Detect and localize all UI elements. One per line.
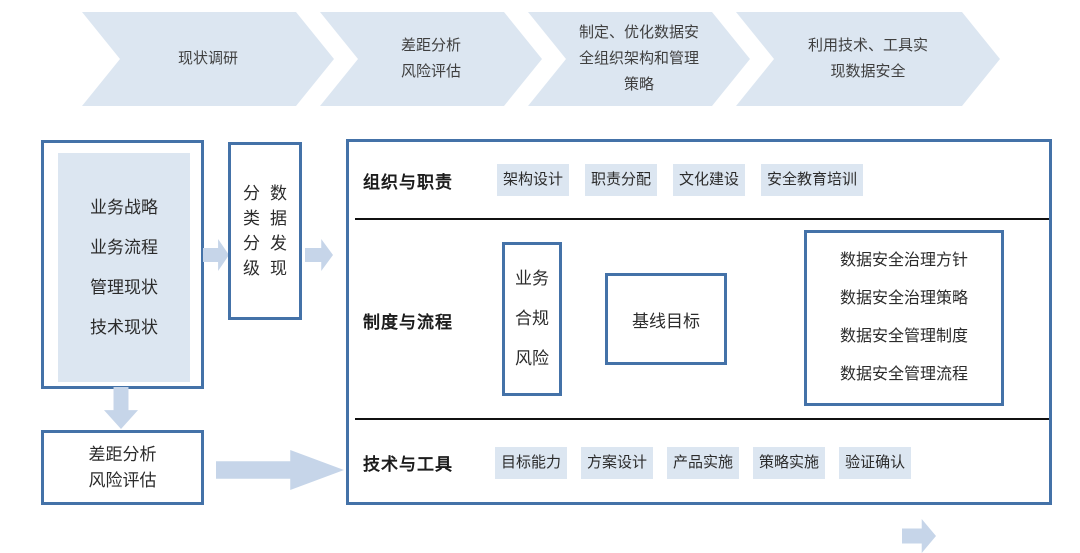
panel-row-technology: 技术与工具 目标能力 方案设计 产品实施 策略实施 验证确认 [349,420,912,505]
process-step-2[interactable]: 差距分析 风险评估 [320,12,542,106]
classification-left-char-2: 类 [243,209,260,228]
policy-output-box[interactable]: 数据安全治理方针 数据安全治理策略 数据安全管理制度 数据安全管理流程 [804,230,1004,406]
classification-left-char-4: 级 [243,259,260,278]
tag-organization-3[interactable]: 文化建设 [673,164,746,196]
current-state-item-4: 技术现状 [90,317,158,337]
classification-column-left: 分 类 分 级 [243,181,260,281]
arrow-long-right-to-panel-icon [216,450,344,490]
policy-output-item-4: 数据安全管理流程 [839,366,968,383]
current-state-box[interactable]: 业务战略 业务流程 管理现状 技术现状 [41,140,204,389]
classification-right-char-1: 数 [270,184,287,203]
panel-divider-1 [355,218,1049,220]
policy-output-item-1: 数据安全治理方针 [839,252,968,269]
panel-divider-2 [355,418,1049,420]
classification-left-char-3: 分 [243,234,260,253]
process-step-3-line-3: 策略 [623,76,654,93]
top-process-flow: 现状调研 差距分析 风险评估 制定、优化数据安 全组织架构和管理 策略 利用技术… [0,0,1080,118]
policy-source-item-3: 风险 [515,349,549,368]
tag-technology-1[interactable]: 目标能力 [495,446,568,479]
governance-panel: 组织与职责 架构设计 职责分配 文化建设 安全教育培训 制度与流程 业务 合规 … [346,139,1052,553]
arrow-right-to-panel-icon [305,239,333,271]
classification-column-right: 数 据 发 现 [270,181,287,281]
process-step-2-label: 差距分析 风险评估 [320,33,542,85]
classification-discovery-box[interactable]: 分 类 分 级 数 据 发 现 [228,142,302,320]
arrow-right-to-classification-icon [203,239,229,271]
process-step-3-line-1: 制定、优化数据安 [578,24,699,41]
classification-columns: 分 类 分 级 数 据 发 现 [231,145,299,317]
tag-technology-2[interactable]: 方案设计 [581,446,654,479]
process-step-2-line-2: 风险评估 [400,63,461,80]
arrow-right-source-to-baseline-icon [902,519,936,553]
policy-source-item-1: 业务 [515,269,549,288]
panel-row-organization: 组织与职责 架构设计 职责分配 文化建设 安全教育培训 [349,142,864,218]
process-step-1-label: 现状调研 [82,46,334,72]
gap-analysis-line-1: 差距分析 [88,444,157,464]
policy-source-item-2: 合规 [515,309,549,328]
tag-organization-4[interactable]: 安全教育培训 [761,164,864,196]
policy-baseline-box[interactable]: 基线目标 [605,273,727,365]
panel-row-policy: 制度与流程 业务 合规 风险 基线目标 数据安全治理方针 数据安全治理策略 数据… [349,220,1049,553]
row-title-policy: 制度与流程 [363,313,453,332]
current-state-inner-panel: 业务战略 业务流程 管理现状 技术现状 [58,153,190,382]
classification-right-char-4: 现 [270,259,287,278]
tag-technology-4[interactable]: 策略实施 [753,446,826,479]
tag-technology-3[interactable]: 产品实施 [667,446,740,479]
row-title-technology: 技术与工具 [363,455,453,474]
current-state-item-3: 管理现状 [90,277,158,297]
arrow-down-to-gap-icon [104,387,138,429]
process-step-2-line-1: 差距分析 [400,37,461,54]
process-step-1-line-1: 现状调研 [177,50,238,67]
process-step-4[interactable]: 利用技术、工具实 现数据安全 [736,12,1000,106]
policy-source-box[interactable]: 业务 合规 风险 [502,242,562,396]
process-step-4-line-1: 利用技术、工具实 [807,37,928,54]
gap-analysis-line-2: 风险评估 [88,470,157,490]
process-step-3-label: 制定、优化数据安 全组织架构和管理 策略 [528,20,750,98]
classification-left-char-1: 分 [243,184,260,203]
process-step-3-line-2: 全组织架构和管理 [578,50,699,67]
classification-right-char-2: 据 [270,209,287,228]
current-state-item-1: 业务战略 [90,197,158,217]
gap-analysis-box[interactable]: 差距分析 风险评估 [41,430,204,505]
tag-organization-1[interactable]: 架构设计 [497,164,570,196]
policy-output-item-3: 数据安全管理制度 [839,328,968,345]
tag-technology-5[interactable]: 验证确认 [839,446,912,479]
row-title-organization: 组织与职责 [363,172,453,192]
process-step-4-line-2: 现数据安全 [830,63,906,80]
current-state-item-2: 业务流程 [90,237,158,257]
tag-organization-2[interactable]: 职责分配 [585,164,658,196]
classification-right-char-3: 发 [270,234,287,253]
process-step-4-label: 利用技术、工具实 现数据安全 [736,33,1000,85]
process-step-3[interactable]: 制定、优化数据安 全组织架构和管理 策略 [528,12,750,106]
policy-baseline-label: 基线目标 [632,311,700,331]
policy-output-item-2: 数据安全治理策略 [839,290,968,307]
process-step-1[interactable]: 现状调研 [82,12,334,106]
